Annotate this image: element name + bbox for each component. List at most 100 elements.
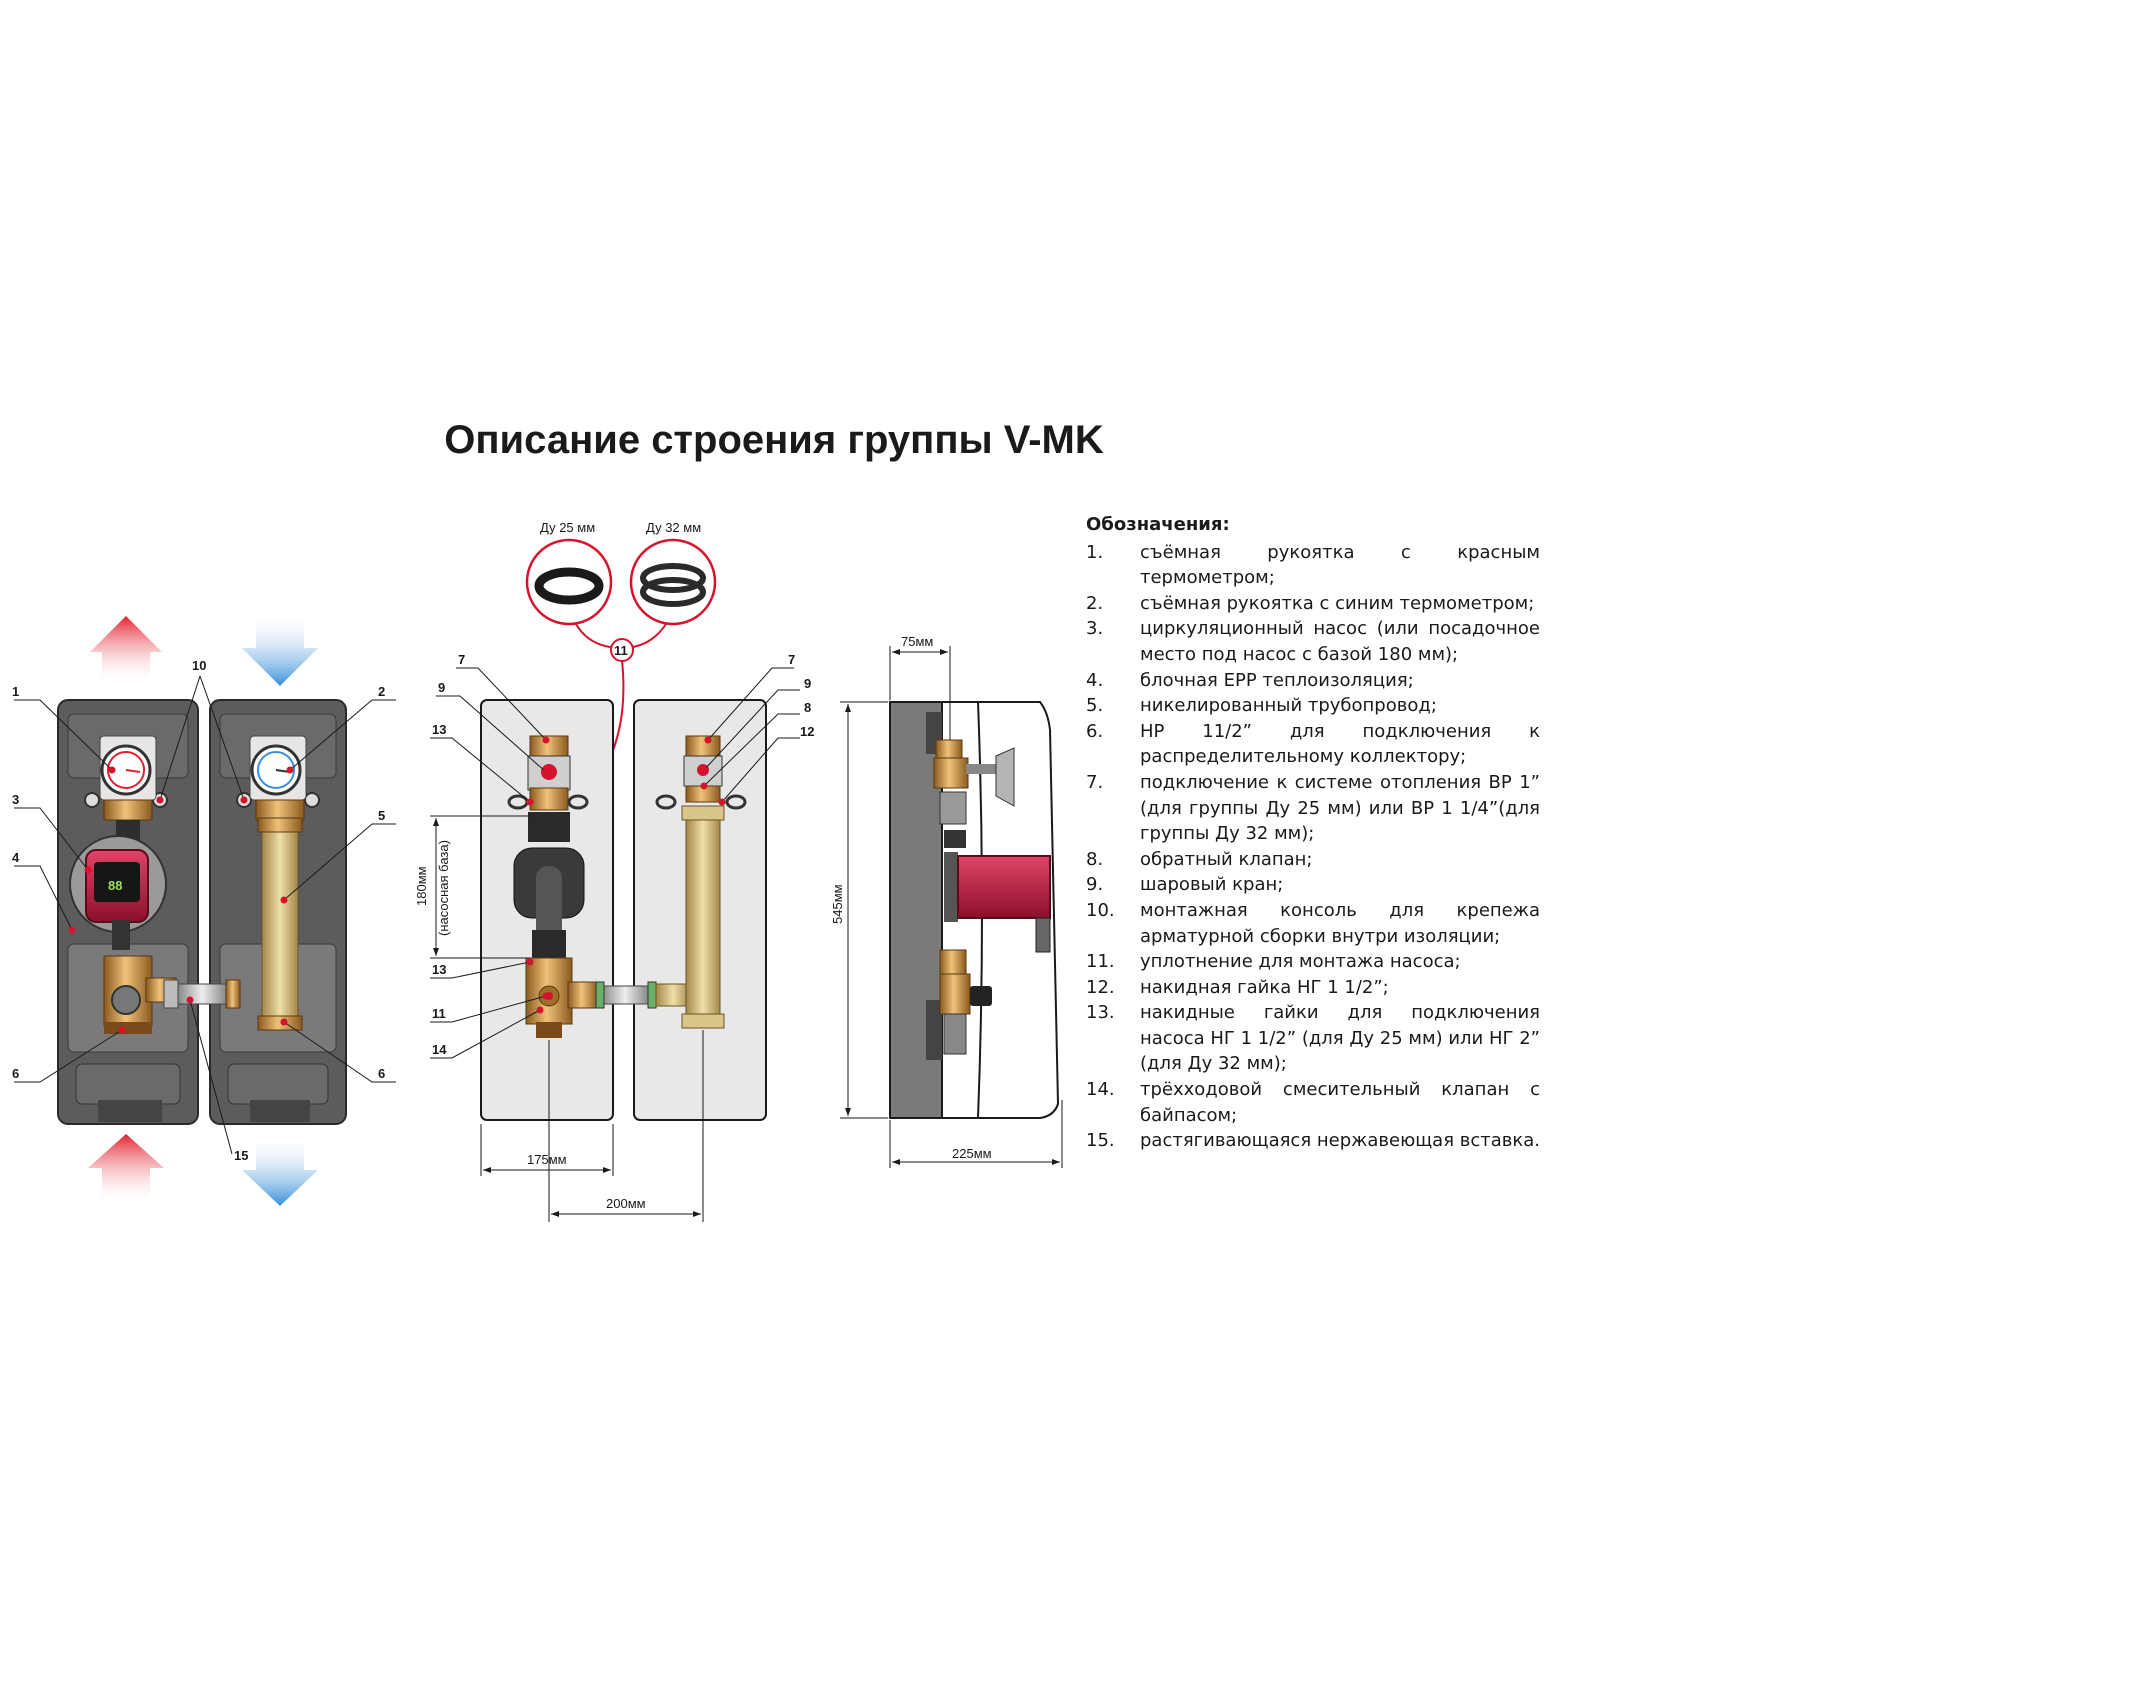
dim-depth-225: 225мм bbox=[952, 1146, 992, 1161]
dim-width-200: 200мм bbox=[606, 1196, 646, 1211]
legend-item: 7. подключение к системе отопления ВР 1” … bbox=[1086, 770, 1540, 847]
gasket-du25-label: Ду 25 мм bbox=[540, 520, 595, 535]
dim-width-175: 175мм bbox=[527, 1152, 567, 1167]
legend-num: 14. bbox=[1086, 1079, 1115, 1101]
legend-text: съёмная рукоятка с синим термометром; bbox=[1140, 592, 1535, 614]
legend-item: 2. съёмная рукоятка с синим термометром; bbox=[1086, 591, 1540, 617]
callout-13-bottom: 13 bbox=[432, 962, 446, 977]
legend-item: 11. уплотнение для монтажа насоса; bbox=[1086, 949, 1540, 975]
pump-display-readout: 88 bbox=[108, 878, 122, 893]
legend-text: циркуляционный насос (или посадочное мес… bbox=[1140, 618, 1540, 665]
side-pump bbox=[944, 852, 1051, 953]
gasket-du25-circle bbox=[525, 538, 613, 626]
gasket-callout-11: 11 bbox=[614, 643, 628, 658]
legend-num: 15. bbox=[1086, 1130, 1115, 1152]
legend-item: 5. никелированный трубопровод; bbox=[1086, 693, 1540, 719]
callout-15: 15 bbox=[234, 1148, 248, 1163]
callout-3: 3 bbox=[12, 792, 19, 807]
callout-7-return: 7 bbox=[788, 652, 795, 667]
legend-item: 14. трёхходовой смесительный клапан с бай… bbox=[1086, 1077, 1540, 1128]
callout-1: 1 bbox=[12, 684, 19, 699]
cold-flow-down-arrow-bottom bbox=[242, 1140, 318, 1206]
legend-text: никелированный трубопровод; bbox=[1140, 695, 1437, 717]
front-view-assembly: 88 bbox=[12, 616, 396, 1206]
nickel-pipe-mid bbox=[685, 805, 721, 1027]
legend: Обозначения: 1. съёмная рукоятка с красны… bbox=[1086, 512, 1540, 1154]
legend-text: блочная EPP теплоизоляция; bbox=[1140, 669, 1414, 691]
stainless-insert-mid bbox=[597, 985, 653, 1005]
legend-num: 6. bbox=[1086, 720, 1104, 742]
legend-text: НР 11/2” для подключения к распределител… bbox=[1140, 720, 1540, 768]
gasket-du32-ring-bottom bbox=[640, 577, 706, 607]
legend-text: трёхходовой смесительный клапан с байпас… bbox=[1140, 1079, 1540, 1126]
legend-item: 15. растягивающаяся нержавеющая вставка. bbox=[1086, 1128, 1540, 1154]
legend-text: накидные гайки для подключения насоса НГ… bbox=[1140, 1002, 1540, 1075]
dim-depth-75: 75мм bbox=[901, 634, 933, 649]
legend-text: шаровый кран; bbox=[1140, 874, 1284, 896]
legend-num: 7. bbox=[1086, 771, 1104, 793]
legend-text: монтажная консоль для крепежа арматурной… bbox=[1140, 899, 1540, 947]
legend-num: 12. bbox=[1086, 976, 1115, 998]
callout-10: 10 bbox=[192, 658, 206, 673]
legend-item: 9. шаровый кран; bbox=[1086, 872, 1540, 898]
legend-num: 4. bbox=[1086, 669, 1104, 691]
gasket-du25-ring bbox=[534, 567, 604, 605]
red-thermometer-handle bbox=[99, 735, 157, 801]
legend-text: съёмная рукоятка с красным термометром; bbox=[1140, 541, 1540, 589]
legend-num: 9. bbox=[1086, 874, 1104, 896]
legend-num: 8. bbox=[1086, 848, 1104, 870]
circulation-pump: 88 bbox=[69, 835, 167, 950]
legend-num: 2. bbox=[1086, 592, 1104, 614]
page-title: Описание строения группы V-MK bbox=[444, 418, 1104, 462]
callout-7-supply: 7 bbox=[458, 652, 465, 667]
hot-flow-up-arrow-bottom bbox=[88, 1134, 164, 1200]
side-insulation-front bbox=[889, 701, 943, 1119]
side-view-assembly: 75мм 545мм 225мм bbox=[830, 634, 1063, 1168]
callout-5: 5 bbox=[378, 808, 385, 823]
legend-text: накидная гайка НГ 1 1/2”; bbox=[1140, 976, 1389, 998]
internal-view-assembly: Ду 25 мм Ду 32 мм 11 bbox=[414, 520, 814, 1222]
legend-num: 5. bbox=[1086, 695, 1104, 717]
legend-text: растягивающаяся нержавеющая вставка. bbox=[1140, 1130, 1541, 1152]
callout-8: 8 bbox=[804, 700, 811, 715]
callout-4: 4 bbox=[12, 850, 20, 865]
legend-num: 1. bbox=[1086, 541, 1104, 563]
legend-title: Обозначения: bbox=[1086, 514, 1230, 535]
stainless-insert bbox=[173, 983, 231, 1005]
callout-9-supply: 9 bbox=[438, 680, 445, 695]
pump-body-dark bbox=[513, 847, 585, 946]
callout-12: 12 bbox=[800, 724, 814, 739]
cold-flow-down-arrow-top bbox=[242, 618, 318, 686]
hot-flow-up-arrow-top bbox=[90, 616, 162, 680]
nickel-pipe bbox=[261, 819, 299, 1021]
callout-14: 14 bbox=[432, 1042, 447, 1057]
legend-item: 3. циркуляционный насос (или посадочное м… bbox=[1086, 616, 1540, 667]
legend-num: 10. bbox=[1086, 899, 1115, 921]
legend-item: 12. накидная гайка НГ 1 1/2”; bbox=[1086, 975, 1540, 1001]
legend-num: 13. bbox=[1086, 1002, 1115, 1024]
legend-item: 10. монтажная консоль для крепежа арматур… bbox=[1086, 898, 1540, 949]
legend-text: обратный клапан; bbox=[1140, 848, 1313, 870]
legend-item: 8. обратный клапан; bbox=[1086, 847, 1540, 873]
dim-pump-base: 180мм bbox=[414, 866, 429, 906]
dim-height-545: 545мм bbox=[830, 884, 845, 924]
gasket-du32-label: Ду 32 мм bbox=[646, 520, 701, 535]
gasket-du32-ring-top bbox=[640, 563, 706, 593]
dim-pump-base-note: (насосная база) bbox=[436, 840, 451, 936]
legend-text: уплотнение для монтажа насоса; bbox=[1140, 951, 1461, 973]
construction-diagram: 88 bbox=[12, 520, 1063, 1222]
legend-item: 13. накидные гайки для подключения насоса… bbox=[1086, 1000, 1540, 1077]
three-way-mixing-valve bbox=[525, 957, 599, 1038]
callout-2: 2 bbox=[378, 684, 385, 699]
callout-6-left: 6 bbox=[12, 1066, 19, 1081]
legend-num: 11. bbox=[1086, 951, 1115, 973]
callout-6-right: 6 bbox=[378, 1066, 385, 1081]
callout-13-top: 13 bbox=[432, 722, 446, 737]
legend-item: 1. съёмная рукоятка с красным термометром… bbox=[1086, 540, 1540, 591]
blue-thermometer-handle bbox=[249, 735, 307, 801]
side-valve-handle bbox=[995, 747, 1015, 807]
legend-num: 3. bbox=[1086, 618, 1104, 640]
legend-item: 4. блочная EPP теплоизоляция; bbox=[1086, 668, 1540, 694]
legend-text: подключение к системе отопления ВР 1” (д… bbox=[1140, 771, 1540, 845]
callout-11-valve: 11 bbox=[432, 1006, 446, 1021]
